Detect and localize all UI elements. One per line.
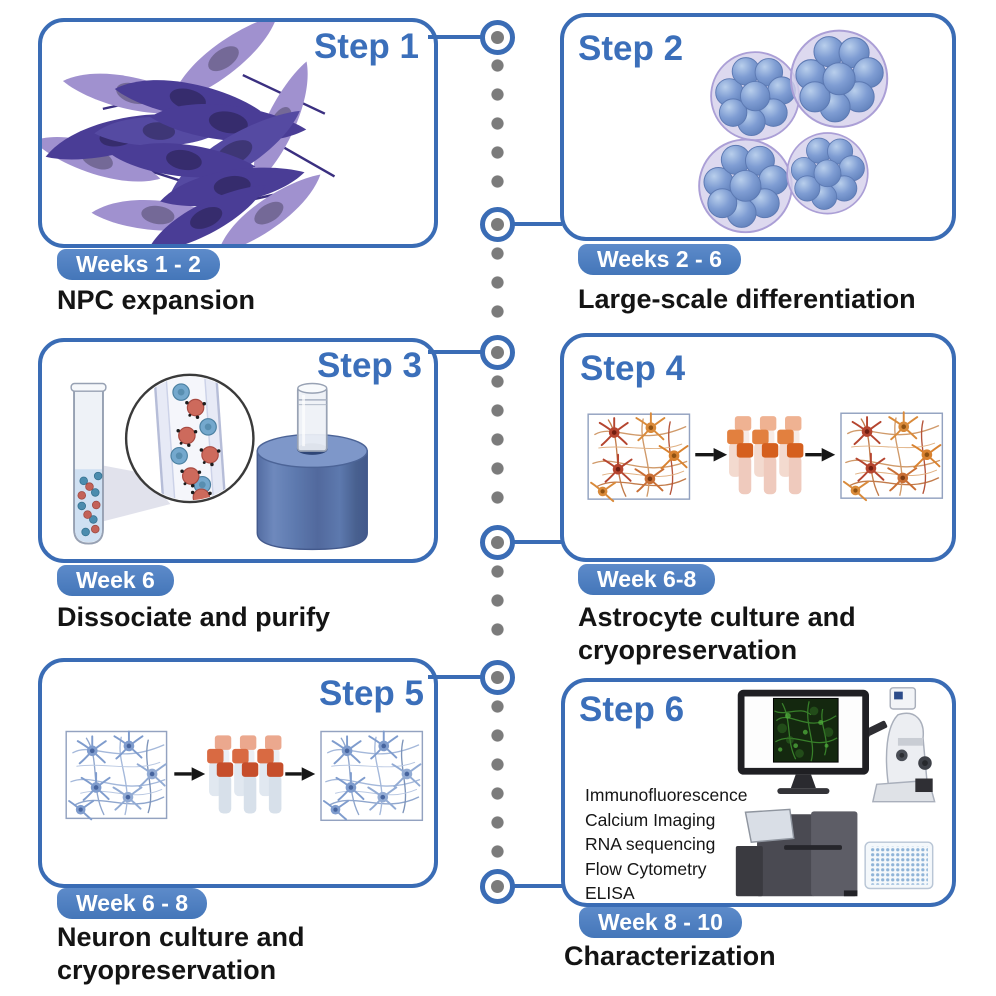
timeline-node-3 xyxy=(480,335,515,370)
magnifier-beam xyxy=(102,465,171,522)
step-5-week-badge: Week 6 - 8 xyxy=(57,888,208,919)
step-2-week-badge: Weeks 2 - 6 xyxy=(578,244,741,275)
timeline-node-1 xyxy=(480,20,515,55)
neuron-micrograph-left xyxy=(65,730,168,821)
step-3-label: Step 3 xyxy=(316,346,422,385)
timeline-dots-segment-4 xyxy=(490,564,505,651)
assay-item: Flow Cytometry xyxy=(585,858,707,879)
connector-step-5 xyxy=(428,675,482,679)
step-6-title: Characterization xyxy=(564,941,776,971)
step-3-week-badge: Week 6 xyxy=(57,565,174,596)
dissociate-purify-illustration xyxy=(70,373,368,551)
step-4-label: Step 4 xyxy=(580,349,686,388)
step-1-title: NPC expansion xyxy=(57,285,256,315)
step-2-panel: Step 2 xyxy=(560,13,956,241)
assay-item: Calcium Imaging xyxy=(585,809,716,830)
npc-cells-illustration xyxy=(42,22,336,244)
microscope-icon xyxy=(859,687,936,803)
step-4-week-badge: Week 6-8 xyxy=(578,564,716,595)
fluorescence-image xyxy=(774,701,838,762)
glass-tube-icon xyxy=(296,382,328,452)
connector-step-4 xyxy=(511,540,562,544)
arrow-icon xyxy=(695,447,728,462)
timeline-dots-segment-3 xyxy=(490,374,505,519)
arrow-icon xyxy=(285,767,316,781)
timeline-dots-segment-5 xyxy=(490,699,505,873)
magnifier-circle-icon xyxy=(124,373,255,504)
step-6-week-badge: Week 8 - 10 xyxy=(579,907,742,938)
step-1-week-badge: Weeks 1 - 2 xyxy=(57,249,220,280)
assay-item: RNA sequencing xyxy=(585,834,716,854)
step-2-label: Step 2 xyxy=(578,29,684,68)
step-5-title: Neuron culture and cryopreservation xyxy=(57,922,305,985)
cryovial-rack-icon xyxy=(207,735,284,814)
sequencer-icon xyxy=(735,808,858,897)
step-1-panel: Step 1 xyxy=(38,18,438,248)
timeline-node-6 xyxy=(480,869,515,904)
cryovial-rack-icon xyxy=(727,416,804,495)
neuron-cryopreservation-illustration xyxy=(65,730,424,822)
step-4-title: Astrocyte culture and cryopreservation xyxy=(578,602,856,665)
timeline-node-2 xyxy=(480,207,515,242)
well-plate-icon xyxy=(864,841,934,890)
timeline-node-5 xyxy=(480,660,515,695)
monitor-icon xyxy=(737,689,869,794)
step-1-label: Step 1 xyxy=(313,27,419,66)
assay-list: Immunofluorescence Calcium Imaging RNA s… xyxy=(585,783,747,906)
timeline-dots-segment-2 xyxy=(490,246,505,333)
step-6-panel: Immunofluorescence Calcium Imaging RNA s… xyxy=(561,678,956,907)
step-3-panel: Step 3 xyxy=(38,338,438,563)
arrow-icon xyxy=(805,447,836,462)
astrocyte-cryopreservation-illustration xyxy=(587,411,944,503)
connector-step-3 xyxy=(428,350,482,354)
astrocyte-micrograph-right xyxy=(840,411,944,502)
step-5-label: Step 5 xyxy=(318,674,424,713)
timeline-node-4 xyxy=(480,525,515,560)
step-6-label: Step 6 xyxy=(579,690,685,729)
step-3-title: Dissociate and purify xyxy=(57,602,331,632)
connector-step-6 xyxy=(511,884,562,888)
characterization-equipment-illustration xyxy=(735,687,936,897)
neurosphere-clusters xyxy=(698,29,889,234)
test-tube-icon xyxy=(70,382,107,545)
neuron-micrograph-right xyxy=(320,730,424,822)
step-2-title: Large-scale differentiation xyxy=(578,284,916,314)
astrocyte-micrograph-left xyxy=(587,412,691,503)
assay-item: Immunofluorescence xyxy=(585,785,748,805)
step-5-panel: Step 5 xyxy=(38,658,438,888)
arrow-icon xyxy=(174,767,206,781)
connector-step-1 xyxy=(428,35,482,39)
timeline-dots-segment-1 xyxy=(490,58,505,203)
step-4-panel: Step 4 xyxy=(560,333,956,562)
assay-item: ELISA xyxy=(585,883,635,903)
connector-step-2 xyxy=(511,222,562,226)
